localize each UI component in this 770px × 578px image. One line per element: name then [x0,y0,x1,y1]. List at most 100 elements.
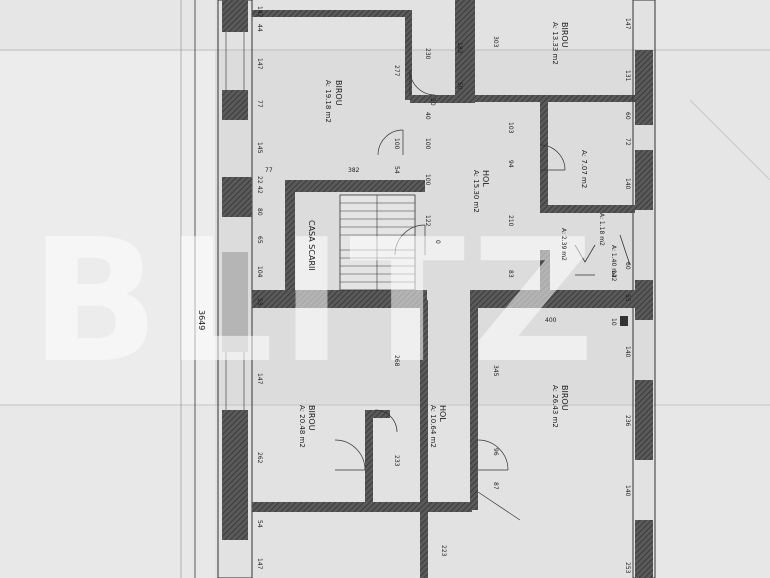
room-birou-bottom-left: BIROU A: 20.48 m2 [298,405,316,448]
wall [420,300,428,510]
room-1-18: A: 1.18 m2 [598,213,605,246]
wall [540,100,548,210]
dimension-label: 10 [610,318,617,326]
dimension-label: 145 [256,142,263,154]
dimension-label: 140 [624,346,631,358]
room-name: BIROU [334,80,343,106]
dimension-label: 268 [393,355,400,367]
wall [455,0,475,95]
right-facade-wall [632,0,656,578]
dimension-label: 100 [424,174,431,186]
dimension-label: 210 [507,215,514,227]
pillar [635,150,653,210]
paper-top-fold [0,0,770,50]
dimension-label: 96 [492,448,499,456]
dimension-label: 42 [256,186,263,194]
dimension-label: 147 [256,6,263,18]
room-area: A: 15.30 m2 [472,170,480,213]
overall-dimension-label: 3649 [197,310,206,330]
room-area: A: 1.18 m2 [598,213,605,246]
wall [410,95,475,103]
dimension-label: 80 [256,208,263,216]
room-name: BIROU [560,385,569,411]
dimension-label: 94 [507,160,514,168]
dimension-label: 400 [545,317,557,324]
dimension-label: 345 [492,365,499,377]
dimension-label: 233 [393,455,400,467]
dimension-label: 60 [624,262,631,270]
wall [252,290,427,308]
wall [365,410,373,505]
wall [540,250,550,295]
pillar [222,177,252,217]
dimension-label: 77 [256,100,263,108]
dimension-label: 54 [393,166,400,174]
dimension-label: 147 [624,18,631,30]
stair-treads [340,195,415,290]
window-marker [620,316,628,326]
room-area: A: 1.40 m2 [610,245,617,278]
room-area: A: 13.33 m2 [551,22,559,65]
wall [470,290,635,308]
pillar [635,50,653,125]
dimension-label: 0 [434,240,441,244]
room-area: A: 10.64 m2 [429,405,437,448]
wall [475,95,650,102]
room-name: HOL [438,405,447,422]
dimension-label: 72 [624,138,631,146]
room-name: BIROU [560,22,569,48]
dimension-label: 142 [610,270,617,282]
dimension-label: 40 [424,112,431,120]
dimension-label: 147 [256,373,263,385]
dimension-label: 65 [256,236,263,244]
room-name: CASA SCARII [307,220,316,271]
room-area: A: 19.18 m2 [324,80,332,123]
dimension-label: 100 [393,138,400,150]
dimension-label: 147 [256,58,263,70]
wall [252,10,412,17]
dimension-label: 100 [424,138,431,150]
pillar [635,380,653,460]
wall [252,502,472,512]
left-facade-wall [217,0,253,578]
dimension-label: 147 [256,558,263,570]
dimension-label: 122 [424,215,431,227]
dimension-labels: 147 44 147 77 145 77 382 22 42 80 65 104… [256,6,631,574]
room-area: A: 2.39 m2 [560,228,567,261]
paper-crease [689,99,770,181]
dimension-label: 103 [507,122,514,134]
room-name: HOL [481,170,490,187]
wall [470,300,478,510]
dimension-label: 44 [256,24,263,32]
dimension-label: 253 [624,562,631,574]
dimension-label: 77 [265,167,273,174]
room-hol-lower: HOL A: 10.64 m2 [429,405,447,448]
room-hol-upper: HOL A: 15.30 m2 [472,170,490,213]
paper-right-margin [655,0,770,578]
dimension-label: 50 [456,82,463,90]
dimension-label: 60 [624,112,631,120]
room-birou-bottom-right: BIROU A: 26.43 m2 [551,385,569,428]
wall [285,180,295,290]
dimension-label: 182 [456,42,463,54]
dimension-label: 277 [393,65,400,77]
wall [420,512,428,578]
dimension-label: 55 [624,294,631,302]
dimension-label: 20 [429,98,436,106]
room-1-40: A: 1.40 m2 [610,245,617,278]
wall [285,180,425,192]
door-swings [334,69,566,521]
room-area: A: 7.07 m2 [580,150,588,188]
watermark-text: BLITZ [30,203,600,401]
dimension-label: 230 [424,48,431,60]
dimension-label: 303 [492,36,499,48]
pillar [222,90,248,120]
dimension-label: 223 [440,545,447,557]
room-birou-top-left: BIROU A: 19.18 m2 [324,80,343,123]
room-2-39: A: 2.39 m2 [560,228,567,261]
pillar [635,280,653,320]
pillar [635,520,653,578]
pillar [222,410,248,540]
